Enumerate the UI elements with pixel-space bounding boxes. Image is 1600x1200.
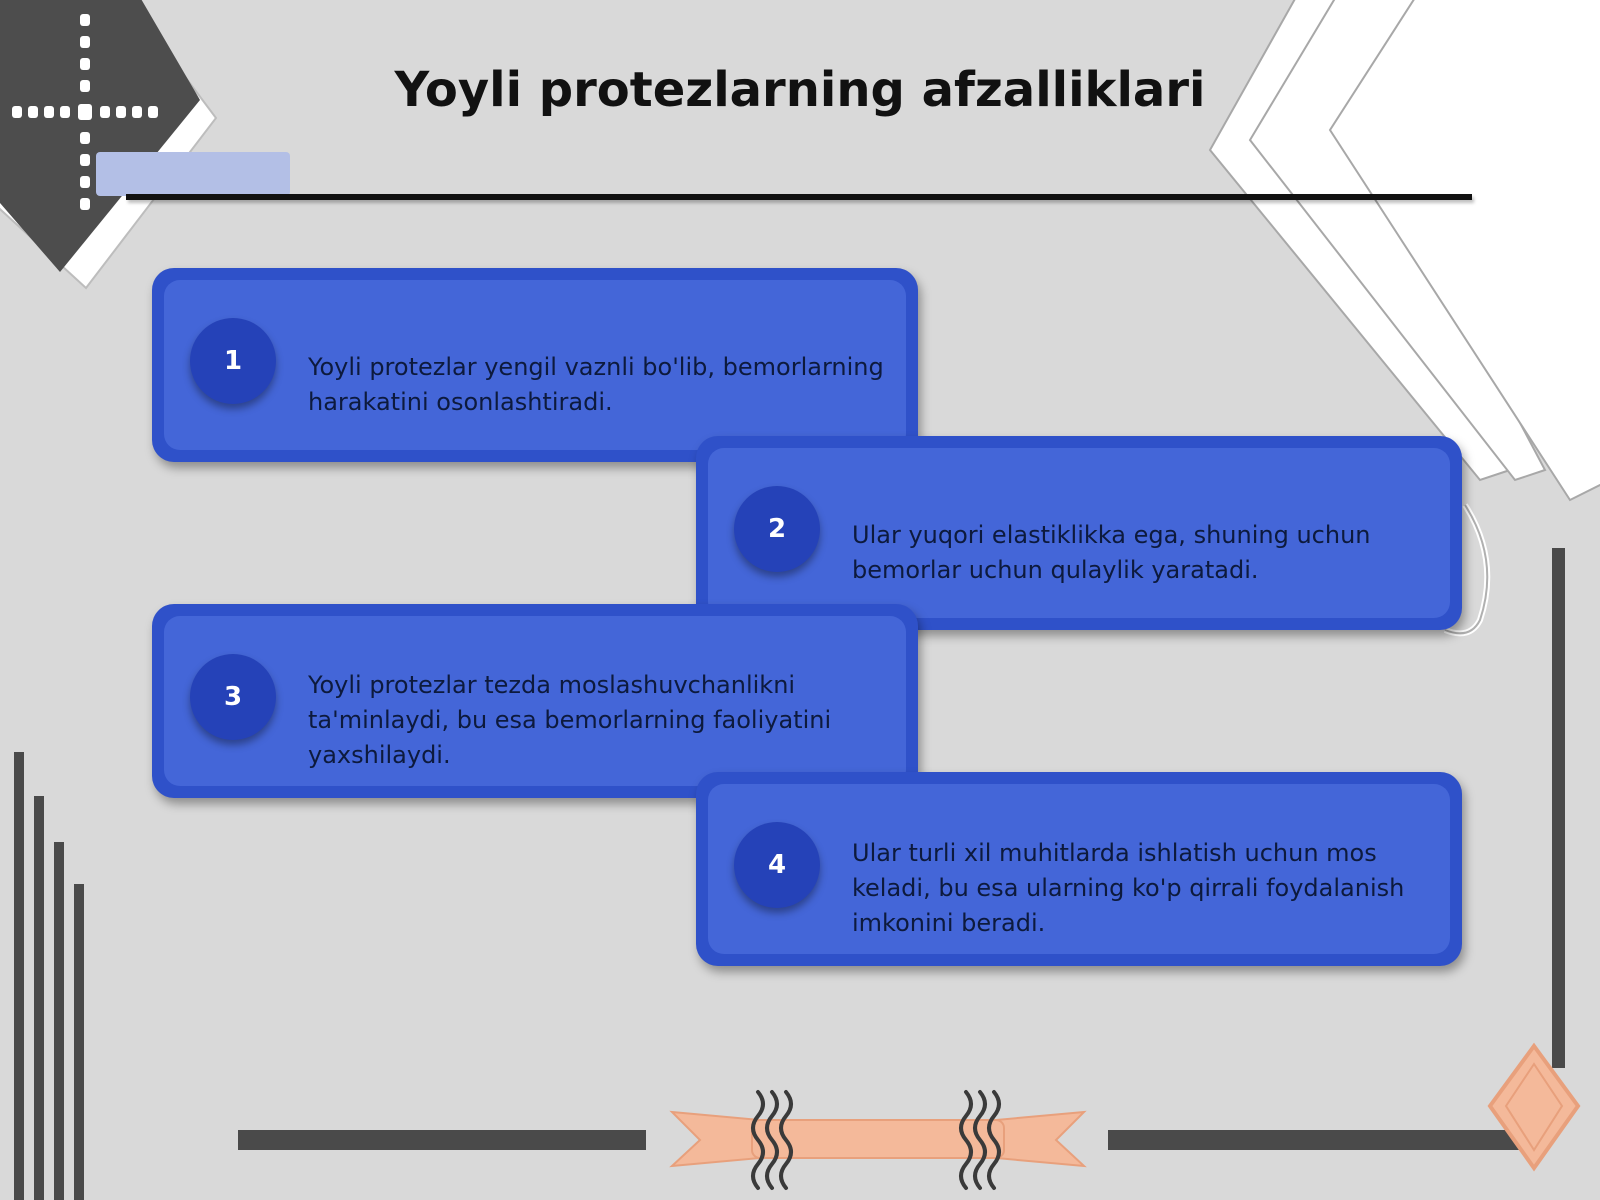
number-badge: 1 — [190, 318, 276, 404]
page-title: Yoyli protezlarning afzalliklari — [394, 62, 1206, 118]
benefit-card-3: 3 Yoyli protezlar tezda moslashuvchanlik… — [152, 604, 918, 798]
benefit-text: Ular turli xil muhitlarda ishlatish uchu… — [852, 839, 1405, 937]
benefit-card-4: 4 Ular turli xil muhitlarda ishlatish uc… — [696, 772, 1462, 966]
card-inner: 3 Yoyli protezlar tezda moslashuvchanlik… — [164, 616, 906, 786]
benefit-card-1: 1 Yoyli protezlar yengil vaznli bo'lib, … — [152, 268, 918, 462]
card-inner: 2 Ular yuqori elastiklikka ega, shuning … — [708, 448, 1450, 618]
title-accent-pill — [96, 152, 290, 196]
card-inner: 1 Yoyli protezlar yengil vaznli bo'lib, … — [164, 280, 906, 450]
benefit-text: Yoyli protezlar yengil vaznli bo'lib, be… — [308, 353, 884, 416]
benefit-card-2: 2 Ular yuqori elastiklikka ega, shuning … — [696, 436, 1462, 630]
title-underline — [126, 194, 1472, 200]
benefit-text: Ular yuqori elastiklikka ega, shuning uc… — [852, 521, 1371, 584]
number-badge: 3 — [190, 654, 276, 740]
number-badge: 2 — [734, 486, 820, 572]
benefit-text: Yoyli protezlar tezda moslashuvchanlikni… — [308, 671, 832, 769]
card-inner: 4 Ular turli xil muhitlarda ishlatish uc… — [708, 784, 1450, 954]
number-badge: 4 — [734, 822, 820, 908]
